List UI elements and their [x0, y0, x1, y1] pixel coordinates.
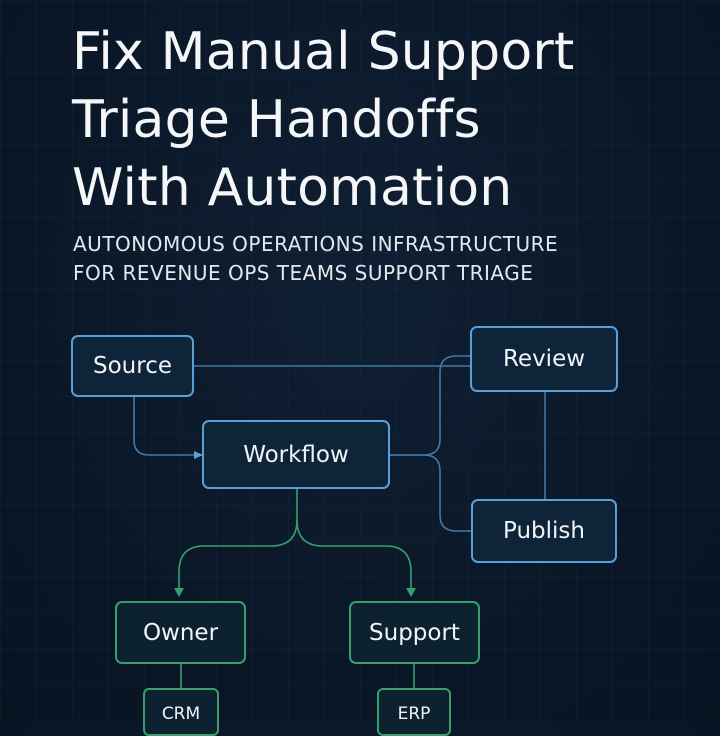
node-review: Review: [470, 326, 618, 392]
edge-source-workflow: [133, 397, 203, 459]
title-line-3: With Automation: [72, 158, 513, 218]
title-line-1: Fix Manual Support: [72, 22, 575, 82]
edge-workflow-review: [390, 355, 470, 456]
node-erp: ERP: [377, 688, 451, 736]
page-title: Fix Manual Support Triage Handoffs With …: [72, 18, 712, 222]
node-source: Source: [71, 335, 194, 397]
edge-workflow-publish: [390, 454, 471, 532]
node-workflow: Workflow: [202, 420, 390, 489]
title-line-2: Triage Handoffs: [72, 90, 481, 150]
page-subtitle: AUTONOMOUS OPERATIONS INFRASTRUCTURE FOR…: [73, 230, 693, 288]
node-crm: CRM: [143, 688, 219, 736]
node-owner: Owner: [115, 601, 246, 664]
node-publish: Publish: [471, 499, 617, 563]
edge-workflow-support: [296, 519, 416, 597]
subtitle-line-1: AUTONOMOUS OPERATIONS INFRASTRUCTURE: [73, 232, 559, 256]
edge-workflow-owner: [174, 489, 298, 597]
diagram-connectors: [133, 355, 546, 688]
subtitle-line-2: FOR REVENUE OPS TEAMS SUPPORT TRIAGE: [73, 261, 534, 285]
node-support: Support: [349, 601, 480, 664]
